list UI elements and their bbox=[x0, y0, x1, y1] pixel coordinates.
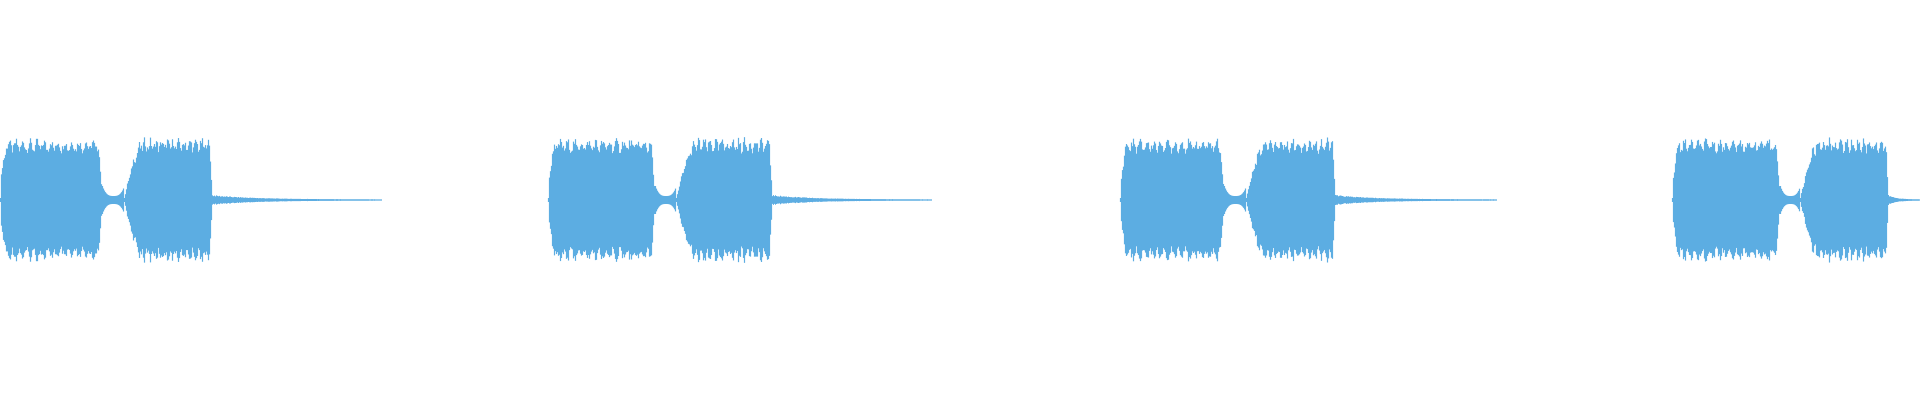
waveform-burst-group bbox=[1119, 137, 1497, 263]
waveform-burst-group bbox=[547, 137, 932, 263]
waveform-layer bbox=[0, 137, 1920, 263]
waveform-burst-group bbox=[0, 137, 382, 263]
waveform-burst-group bbox=[1671, 137, 1920, 263]
